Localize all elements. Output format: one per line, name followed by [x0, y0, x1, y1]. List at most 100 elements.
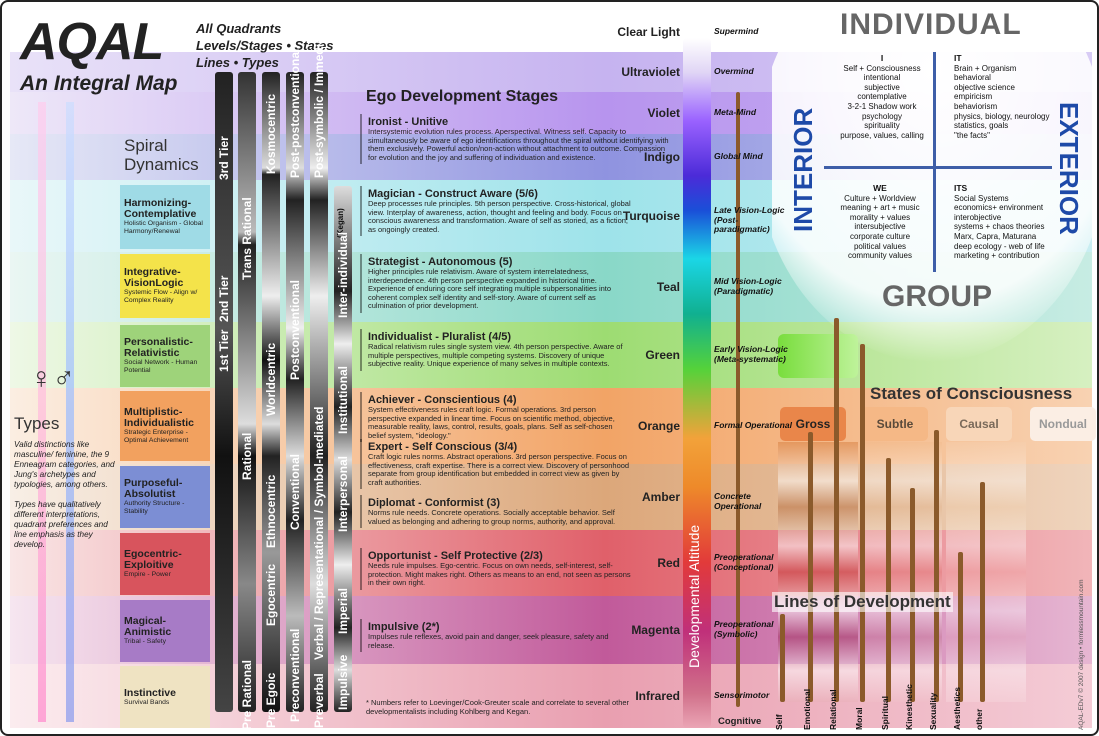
ego-stage-description: Impulses rule reflexes, avoid pain and d…	[368, 632, 609, 650]
aqal-elements: All Quadrants Levels/Stages • States Lin…	[196, 20, 334, 71]
ego-stage-description: Norms rule needs. Concrete operations. S…	[368, 508, 616, 526]
map-subtitle: An Integral Map	[20, 72, 178, 95]
state-causal: Causal	[946, 407, 1012, 441]
ego-stage-description: Deep processes rule principles. 5th pers…	[368, 199, 631, 234]
gender-symbols: ♀♂	[30, 362, 75, 395]
spiral-level-title: Harmonizing-Contemplative	[124, 197, 197, 220]
spiral-level-description: Social Network - Human Potential	[124, 359, 198, 374]
color-label-6: Green	[645, 348, 680, 362]
altitude-level-11: Sensorimotor	[714, 690, 770, 700]
color-label-4: Turquoise	[622, 209, 680, 223]
type-strip-masculine	[66, 102, 74, 722]
elements-line-3: Lines • Types	[196, 55, 279, 70]
gross-column	[778, 442, 858, 702]
post-symbolic-label: Post-symbolic / Immediate	[312, 26, 326, 178]
quadrant-its-head: ITS	[954, 183, 968, 193]
altitude-level-0: Supermind	[714, 26, 759, 36]
spiral-level-description: Empire - Power	[124, 571, 171, 578]
ego-stage: Magician - Construct Aware (5/6)Deep pro…	[360, 186, 638, 237]
line-bar-spiritual	[886, 458, 891, 702]
spiral-level-title: Egocentric-Exploitive	[124, 548, 182, 571]
spiral-title-2: Dynamics	[124, 155, 199, 174]
quadrant-line: political values	[853, 241, 907, 251]
elements-line-1: All Quadrants	[196, 21, 282, 36]
quadrant-line: systems + chaos theories	[954, 222, 1045, 232]
ego-stage-description: Higher principles rule relativism. Aware…	[368, 267, 612, 311]
ego-stage-title: Opportunist - Self Protective (2/3)	[368, 550, 543, 562]
ego-stage-description: System effectiveness rules craft logic. …	[368, 405, 615, 440]
trans-rational-label: Trans Rational	[240, 197, 254, 280]
quadrant-line: statistics, goals	[954, 121, 1009, 131]
institutional-label: Institutional	[336, 366, 350, 434]
green-state-glow	[778, 334, 858, 378]
credit: AQAL-EDv7 © 2007 design • formlessmounta…	[1078, 579, 1085, 731]
ego-footnote: * Numbers refer to Loevinger/Cook-Greute…	[366, 698, 630, 716]
tier-3-label: 3rd Tier	[217, 136, 231, 180]
postconventional-label: Postconventional	[288, 279, 302, 380]
cognitive-line	[736, 92, 740, 707]
kosmocentric-label: Kosmocentric	[264, 93, 278, 174]
color-label-0: Clear Light	[617, 25, 680, 39]
altitude-level-3: Global Mind	[714, 151, 763, 161]
quadrant-line: community values	[847, 251, 913, 261]
ego-stage-title: Individualist - Pluralist (4/5)	[368, 331, 512, 343]
subtle-column	[862, 442, 942, 702]
conventional-bar	[286, 72, 304, 712]
altitude-level-9: Preoperational (Conceptional)	[714, 552, 774, 572]
spiral-level-description: Authority Structure - Stability	[124, 500, 185, 515]
spiral-level-title: Personalistic-Relativistic	[124, 336, 193, 359]
quadrant-i-head: I	[880, 53, 884, 63]
altitude-level-5: Mid Vision-Logic (Paradigmatic)	[714, 276, 782, 296]
quadrant-horizontal-axis	[824, 166, 1052, 169]
line-label-kinesthetic: Kinesthetic	[904, 684, 914, 730]
color-label-3: Indigo	[644, 150, 680, 164]
quadrant-bubble	[772, 2, 1092, 362]
spiral-level-title: Magical-Animistic	[124, 615, 172, 638]
color-label-5: Teal	[656, 280, 680, 294]
line-label-relational: Relational	[828, 689, 838, 730]
color-label-8: Amber	[641, 490, 680, 504]
ego-stage: Strategist - Autonomous (5)Higher princi…	[360, 254, 638, 313]
ego-stage-title: Strategist - Autonomous (5)	[368, 256, 513, 268]
state-nondual: Nondual	[1030, 407, 1096, 441]
symbolic-bar	[310, 72, 328, 712]
line-label-spiritual: Spiritual	[880, 695, 890, 730]
ego-stage: Expert - Self Conscious (3/4)Craft logic…	[360, 439, 638, 490]
line-label-self: Self	[774, 714, 784, 730]
line-bar-moral	[860, 344, 865, 702]
ego-stage-description: Radical relativism rules single system v…	[368, 342, 623, 369]
ego-stage-title: Magician - Construct Aware (5/6)	[368, 188, 538, 200]
spiral-level-description: Tribal - Safety	[124, 638, 167, 645]
state-subtle: Subtle	[862, 407, 928, 441]
quadrant-line: intentional	[863, 73, 901, 83]
quadrant-line: economics+ environment	[954, 203, 1044, 213]
quadrant-line: subjective	[864, 82, 900, 92]
tier-2-label: 2nd Tier	[217, 275, 231, 322]
ego-stage-title: Expert - Self Conscious (3/4)	[368, 441, 518, 453]
spiral-level-description: Survival Bands	[124, 698, 170, 706]
spiral-dynamics-title: Spiral Dynamics	[124, 136, 199, 174]
ego-stages-title: Ego Development Stages	[366, 88, 559, 105]
rationality-bar	[238, 72, 256, 712]
ethnocentric-label: Ethnocentric	[264, 474, 278, 548]
line-bar-sexuality	[934, 430, 939, 702]
preconventional-label: Preconventional	[288, 628, 302, 722]
line-bar-self	[780, 614, 785, 702]
altitude-level-4: Late Vision-Logic (Post-paradigmatic)	[714, 205, 785, 234]
elements-line-2: Levels/Stages • States	[196, 38, 334, 53]
centricity-bar	[262, 72, 280, 712]
altitude-level-7: Formal Operational	[714, 420, 792, 430]
